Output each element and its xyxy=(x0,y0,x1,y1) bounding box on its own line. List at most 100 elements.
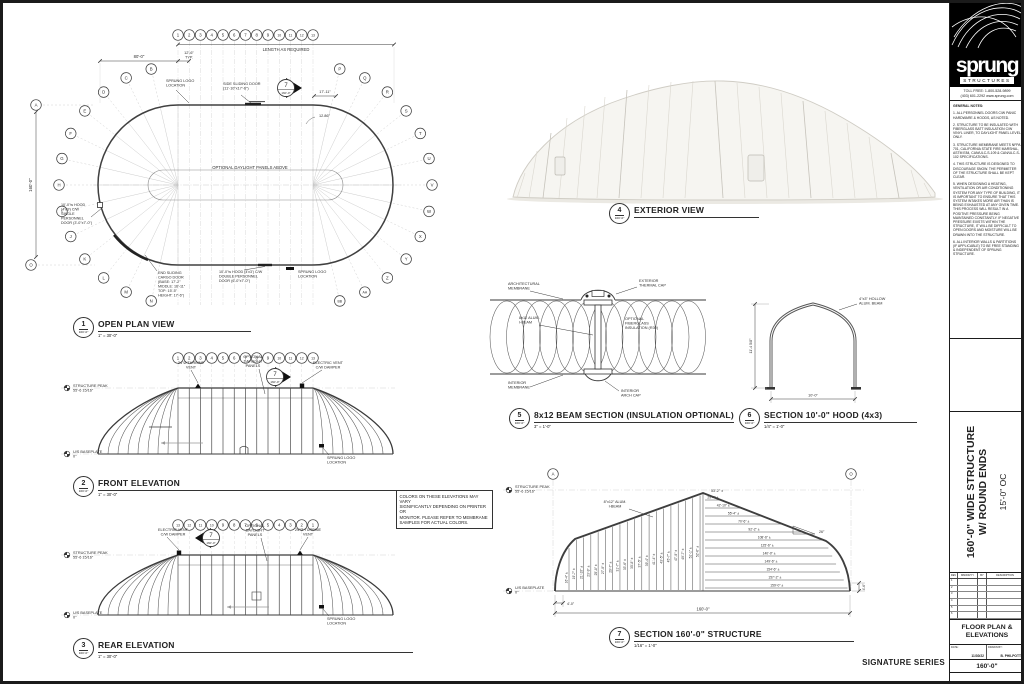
leader xyxy=(144,254,158,272)
plan-outline xyxy=(97,104,394,266)
grid-bubble-label: 1 xyxy=(312,523,315,528)
view-number-bubble: 2 160'-0" xyxy=(73,476,94,497)
leader xyxy=(258,368,266,395)
rev-cell-number: 1 xyxy=(950,579,958,585)
grid-bubble-label: J xyxy=(70,234,72,239)
tent-rib xyxy=(618,89,628,199)
grid-bubble-label: 5 xyxy=(222,356,225,361)
leader xyxy=(68,203,99,211)
rev-cell-number: 5 xyxy=(950,605,958,612)
grid-bubble xyxy=(53,179,65,191)
rev-cell-number: 2 xyxy=(950,585,958,592)
rib-line xyxy=(312,184,392,204)
grid-bubble-label: 6 xyxy=(256,523,259,528)
leader xyxy=(90,207,103,218)
insulation-loop xyxy=(638,300,673,374)
grid-bubble xyxy=(307,352,319,364)
width-dim: 140'-0" ± xyxy=(763,551,776,555)
label-ibeam: 8"x12" ALUM.I-BEAM xyxy=(604,500,627,509)
grid-bubble-label: V xyxy=(431,183,434,188)
height-dim: 43'-5" ± xyxy=(659,552,663,563)
width-dim: 108'-6" ± xyxy=(758,535,771,539)
bolt xyxy=(585,294,589,298)
grid-bubble xyxy=(183,29,195,41)
grid-bubble-label: 10 xyxy=(210,524,214,528)
contact-info: TOLL FREE: 1-800-528-9899 (403) 601-2292… xyxy=(950,87,1021,102)
series-label: SIGNATURE SERIES xyxy=(862,658,945,667)
exterior-door xyxy=(554,156,566,176)
insulation-loop xyxy=(654,300,690,374)
grid-bubble-label: L xyxy=(102,275,105,280)
slide-arrow-head xyxy=(161,441,165,445)
grid-bubble xyxy=(56,152,68,165)
general-notes-list: 1. ALL PERSONNEL DOORS C/W PANIC HARDWAR… xyxy=(953,111,1021,256)
rev-cell-empty xyxy=(958,592,978,599)
view-number-bubble: 6 160'-0" xyxy=(739,408,760,429)
grid-bubble xyxy=(284,519,297,531)
grid-bubble-label: 9 xyxy=(267,356,270,361)
title-block-sidebar: sprung STRUCTURES TOLL FREE: 1-800-528-9… xyxy=(949,3,1021,681)
grid-bubble xyxy=(206,29,218,41)
tent-rib xyxy=(824,110,834,199)
rib-line xyxy=(99,184,179,204)
leader xyxy=(364,248,384,273)
height-dim: 27'-9" ± xyxy=(601,563,605,574)
view-title-open-plan: 1 160'-0" OPEN PLAN VIEW 1" = 30'-0" xyxy=(73,317,251,338)
width-dim: 42'-10" ± xyxy=(717,503,730,507)
grid-bubble-label: 12 xyxy=(300,357,304,361)
end-rib xyxy=(312,554,394,616)
rev-cell-number: 4 xyxy=(950,599,958,605)
target-quadrant xyxy=(67,555,70,558)
rev-cell-number: 3 xyxy=(950,592,958,599)
grid-bubble xyxy=(334,295,346,307)
top-flange xyxy=(583,299,613,306)
insulation-loop xyxy=(572,300,607,374)
brand-subtitle: STRUCTURES xyxy=(960,77,1014,84)
grid-bubble xyxy=(145,295,157,307)
dim-4-0: 4'-0" xyxy=(567,602,575,606)
target-quadrant xyxy=(67,454,70,457)
tent-rib xyxy=(890,152,900,199)
leader xyxy=(392,203,423,211)
contact-line: (403) 601-2292 www.sprung.com xyxy=(960,93,1014,98)
end-rib xyxy=(312,387,334,455)
dim-12-6: 12'-6"TYP. xyxy=(184,51,194,60)
line xyxy=(333,93,339,99)
section-outline xyxy=(554,491,851,592)
view-number-bubble: 4 160'-0" xyxy=(609,203,630,224)
line xyxy=(33,109,39,115)
grid-bubble-label: 10 xyxy=(277,357,281,361)
grid-bubble-label: 8 xyxy=(256,356,259,361)
grid-bubble-label: 13 xyxy=(311,357,315,361)
rib-line xyxy=(127,122,179,186)
leader xyxy=(107,248,127,273)
line xyxy=(847,610,853,616)
grid-bubble xyxy=(423,152,435,165)
grid-bubble-label: 8 xyxy=(256,33,259,38)
rib-line xyxy=(312,184,364,248)
grid-bubble xyxy=(296,352,308,364)
view-ref: 160'-0" xyxy=(614,638,625,645)
target-quadrant xyxy=(506,487,509,490)
grid-bubble-label: M xyxy=(124,290,128,295)
grid-bubble-label: D xyxy=(102,90,105,95)
grid-bubble xyxy=(194,29,207,41)
rib-line xyxy=(115,184,179,236)
leader xyxy=(129,258,143,286)
turbine-vent-mark xyxy=(297,550,303,555)
rev-col-header: MM/DD/YY xyxy=(958,573,978,578)
end-rib xyxy=(107,554,179,616)
width-dim: 55'-4" ± xyxy=(728,511,739,515)
date-value: 11/30/22 xyxy=(971,654,984,658)
tent-rib xyxy=(736,82,746,199)
